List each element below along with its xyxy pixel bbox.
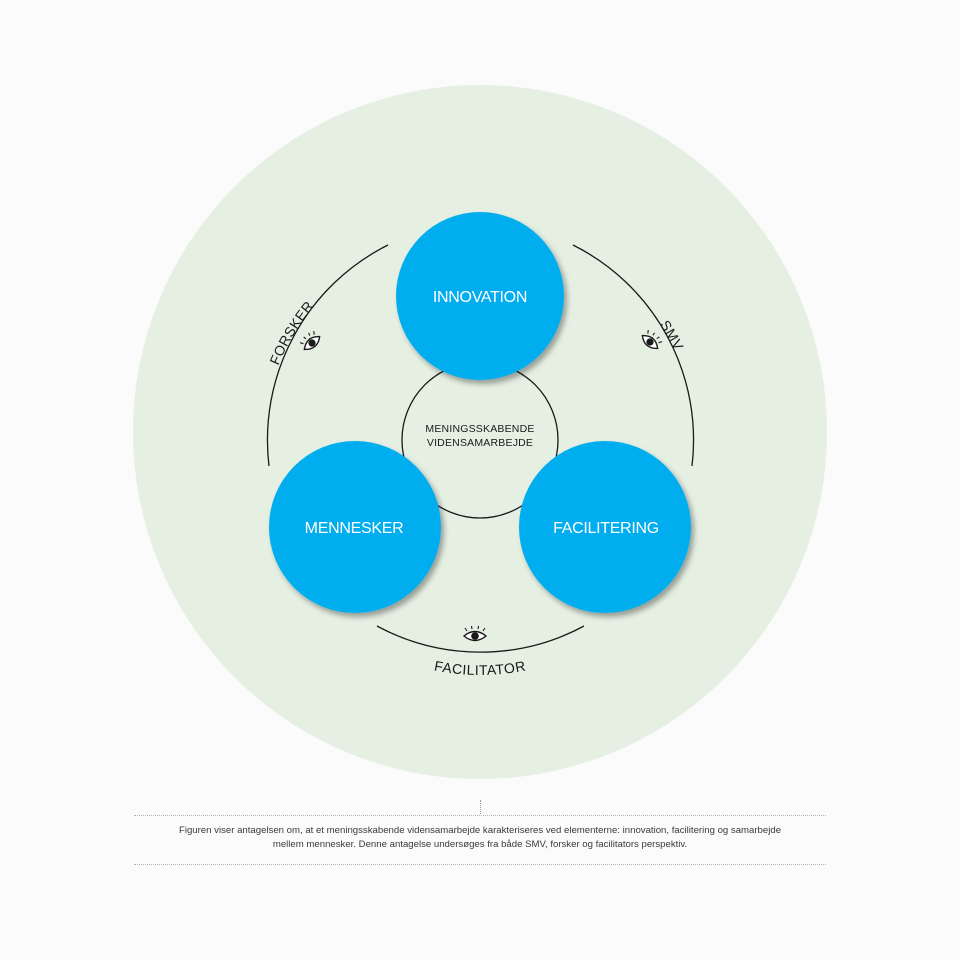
center-label-line1: MENINGSSKABENDE [425,423,534,435]
ring-arc-facilitator [376,625,585,653]
knowledge-collaboration-diagram: INNOVATION MENNESKER FACILITERING MENING… [133,85,827,779]
node-label-mennesker: MENNESKER [305,520,404,537]
node-label-facilitering: FACILITERING [553,520,659,537]
caption-text: Figuren viser antagelsen om, at et menin… [134,824,826,852]
perspective-label-facilitator: FACILITATOR [433,658,527,678]
node-innovation-circle [396,212,564,380]
ring-arc-smv [572,244,695,467]
caption-line-2: mellem mennesker. Denne antagelse unders… [272,839,688,850]
center-label-line2: VIDENSAMARBEJDE [427,437,533,449]
figure-caption: Figuren viser antagelsen om, at et menin… [134,800,826,866]
node-facilitering [519,441,691,613]
node-label-innovation: INNOVATION [433,289,527,306]
eye-icon [299,331,321,351]
perspective-label-facilitator-path: FACILITATOR [433,658,526,678]
caption-line-1: Figuren viser antagelsen om, at et menin… [178,825,782,836]
outer-context-circle [133,85,827,779]
caption-divider-top [134,815,826,816]
node-innovation [396,212,564,380]
node-mennesker-circle [269,441,441,613]
ring-arc-forsker [266,244,389,467]
node-facilitering-circle [519,441,691,613]
eye-icon [462,625,488,642]
caption-divider-bottom [134,864,826,865]
eye-icon [641,330,663,350]
caption-tick [480,800,481,814]
perspective-ring [266,244,695,653]
node-mennesker [269,441,441,613]
